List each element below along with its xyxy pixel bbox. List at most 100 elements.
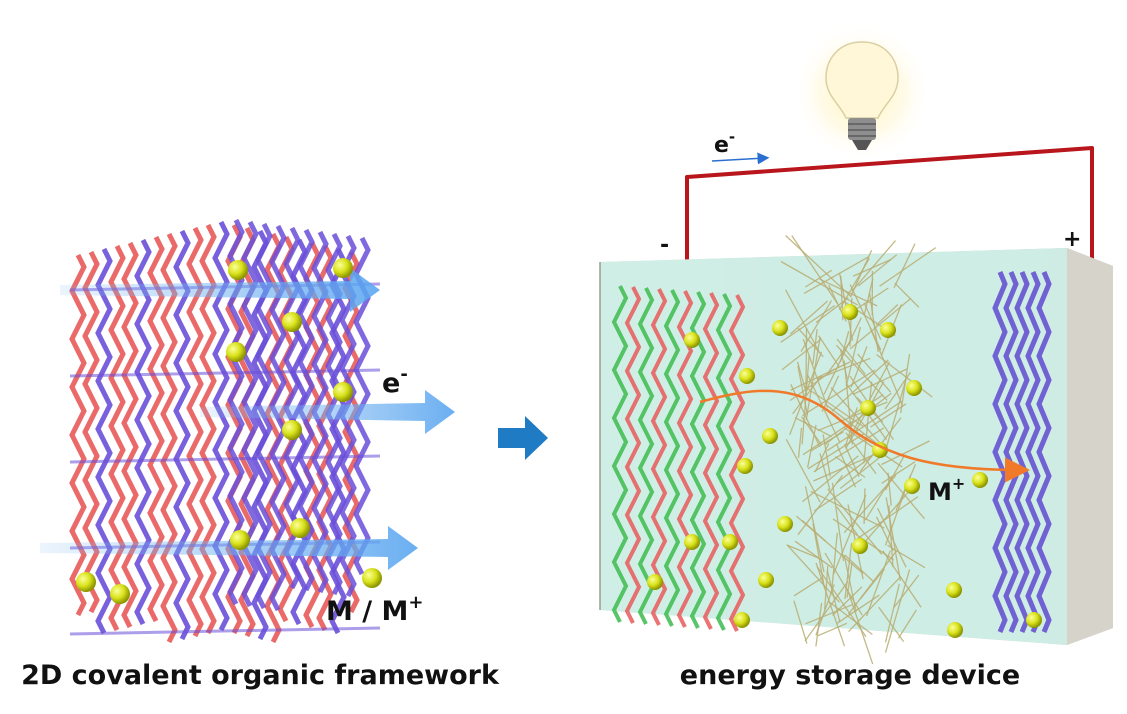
framework-strut bbox=[108, 244, 126, 632]
transport-flow-arrow bbox=[200, 390, 455, 434]
framework-strut bbox=[689, 291, 707, 629]
separator-fiber bbox=[802, 369, 876, 417]
framework-strut bbox=[134, 238, 152, 626]
separator-fiber bbox=[845, 326, 862, 387]
separator-fiber bbox=[797, 327, 824, 358]
separator-fiber bbox=[884, 372, 911, 410]
transport-flow-arrow bbox=[60, 268, 380, 312]
ion-sphere bbox=[758, 572, 774, 588]
framework-strut bbox=[702, 292, 720, 630]
framework-strut bbox=[715, 293, 733, 631]
plus-terminal-label: + bbox=[1063, 227, 1081, 252]
separator-fiber bbox=[875, 304, 899, 326]
separator-fiber bbox=[803, 256, 870, 294]
framework-strut bbox=[728, 294, 746, 632]
framework-strut bbox=[121, 241, 139, 629]
ion-sphere bbox=[906, 380, 922, 396]
separator-fiber bbox=[843, 443, 860, 478]
separator-fiber bbox=[785, 235, 852, 298]
cof-ion-label: M / M+ bbox=[326, 592, 424, 627]
separator-fiber bbox=[802, 338, 829, 408]
separator-fiber bbox=[793, 600, 808, 644]
electrolyte-ion-spheres bbox=[647, 304, 1042, 638]
ion-sphere bbox=[333, 258, 353, 278]
framework-strut bbox=[650, 288, 668, 626]
framework-strut bbox=[147, 235, 165, 623]
separator-fiber bbox=[815, 562, 846, 647]
separator-fiber bbox=[836, 338, 866, 375]
separator-fiber bbox=[813, 478, 862, 512]
separator-fiber bbox=[834, 456, 866, 478]
framework-layer-bond bbox=[69, 368, 381, 378]
separator-fiber bbox=[800, 300, 833, 352]
framework-strut bbox=[992, 271, 1008, 633]
separator-fiber bbox=[789, 351, 823, 436]
ion-sphere bbox=[1026, 612, 1042, 628]
separator-fiber bbox=[801, 455, 859, 503]
ion-sphere bbox=[872, 442, 888, 458]
separator-fiber bbox=[785, 438, 821, 503]
process-arrow-icon bbox=[498, 416, 548, 460]
separator-fiber bbox=[835, 344, 888, 401]
separator-fiber bbox=[863, 381, 873, 464]
separator-fiber bbox=[879, 247, 937, 287]
external-circuit-wire bbox=[685, 146, 1094, 262]
separator-fiber bbox=[805, 269, 833, 288]
separator-fiber bbox=[846, 588, 874, 665]
separator-fiber bbox=[790, 361, 851, 391]
ion-sphere bbox=[880, 322, 896, 338]
separator-fiber bbox=[817, 622, 848, 637]
separator-fiber bbox=[848, 576, 901, 633]
separator-fiber bbox=[781, 338, 822, 371]
separator-fiber bbox=[831, 359, 889, 412]
ion-sphere bbox=[290, 518, 310, 538]
separator-fiber bbox=[797, 474, 844, 536]
separator-fiber bbox=[815, 297, 849, 324]
separator-fiber bbox=[857, 353, 892, 393]
ion-sphere bbox=[852, 538, 868, 554]
framework-strut bbox=[611, 285, 629, 623]
ion-sphere bbox=[739, 368, 755, 384]
separator-fiber bbox=[843, 474, 897, 534]
framework-strut bbox=[637, 287, 655, 625]
separator-fiber bbox=[863, 278, 874, 315]
separator-fiber bbox=[815, 584, 835, 636]
separator-fiber bbox=[881, 440, 930, 466]
separator-fiber bbox=[797, 365, 809, 416]
separator-fiber bbox=[816, 566, 867, 638]
framework-strut bbox=[160, 232, 178, 644]
separator-fiber bbox=[814, 443, 830, 472]
framework-strut bbox=[663, 289, 681, 627]
separator-fiber bbox=[884, 583, 900, 643]
separator-fiber bbox=[844, 542, 853, 600]
ion-sphere bbox=[737, 458, 753, 474]
separator-fiber bbox=[785, 289, 821, 354]
ion-sphere bbox=[946, 582, 962, 598]
separator-fiber bbox=[780, 304, 836, 343]
lightbulb-icon bbox=[792, 22, 932, 162]
separator-fiber bbox=[849, 297, 912, 350]
separator-fiber bbox=[819, 453, 831, 490]
separator-fiber bbox=[836, 506, 859, 536]
separator-fiber bbox=[832, 586, 863, 616]
separator-fiber bbox=[884, 455, 905, 491]
anode-cof-electrode bbox=[611, 285, 746, 632]
separator-fiber bbox=[804, 581, 849, 642]
ion-sphere bbox=[860, 400, 876, 416]
separator-fiber bbox=[824, 552, 863, 616]
framework-strut bbox=[1014, 271, 1030, 633]
ion-sphere bbox=[333, 382, 353, 402]
cathode-electrode bbox=[992, 271, 1052, 633]
separator-fiber bbox=[845, 432, 877, 475]
ion-transport-path bbox=[699, 389, 1030, 483]
separator-fiber bbox=[887, 544, 926, 569]
separator-fiber bbox=[897, 609, 917, 639]
separator-fiber bbox=[797, 427, 803, 458]
separator-fiber bbox=[845, 407, 858, 445]
ion-sphere bbox=[772, 320, 788, 336]
separator-fiber bbox=[887, 472, 892, 506]
separator-fiber bbox=[885, 497, 902, 582]
separator-fiber bbox=[881, 461, 916, 484]
ion-sphere bbox=[282, 420, 302, 440]
transport-flow-arrow bbox=[40, 526, 418, 570]
